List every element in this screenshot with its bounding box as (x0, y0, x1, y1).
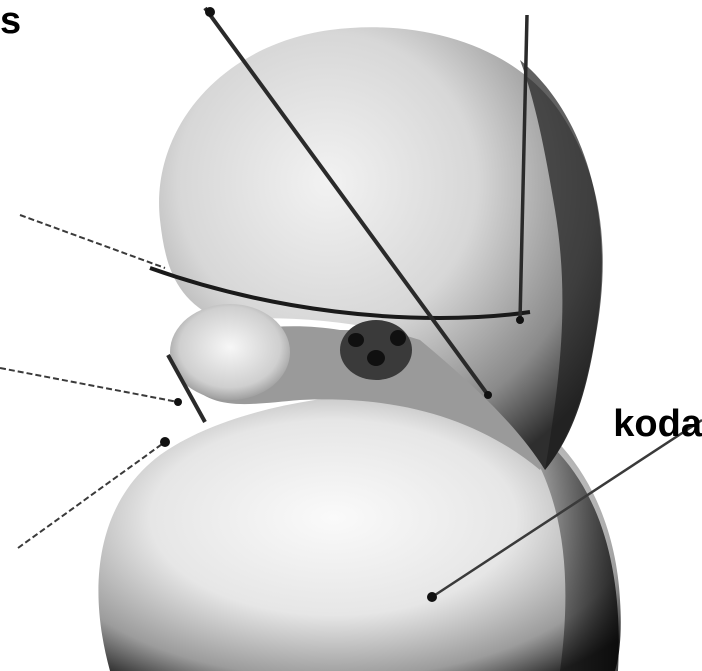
pointer-line-left-middle (0, 368, 178, 402)
pointer-line-left-upper (20, 215, 165, 268)
label-top-left: s (0, 2, 21, 40)
label-mid-right: koda (613, 405, 702, 443)
